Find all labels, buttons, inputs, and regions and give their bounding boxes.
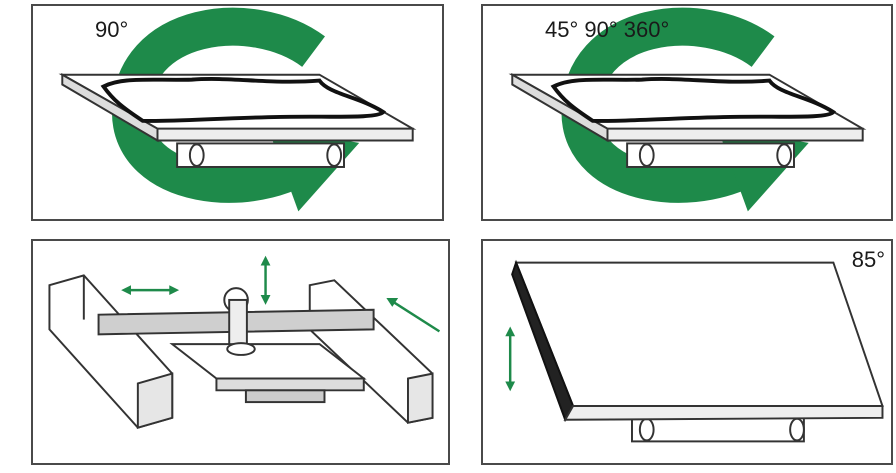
gantry-drawing [48, 255, 441, 429]
panel-rotate-multi: 45° 90° 360° [481, 4, 893, 221]
flat-platen-drawing [508, 73, 867, 168]
tilt-angle-label: 85° [851, 247, 885, 272]
rotation-angles-label: 45° 90° 360° [545, 17, 670, 42]
flat-platen-drawing [58, 73, 417, 168]
tilted-platen-drawing [505, 259, 884, 443]
panel-gantry-motion [31, 239, 450, 465]
panel-rotate-90: 90° [31, 4, 444, 221]
rotation-angle-label: 90° [95, 17, 129, 42]
panel-tilt-85: 85° [481, 239, 893, 465]
